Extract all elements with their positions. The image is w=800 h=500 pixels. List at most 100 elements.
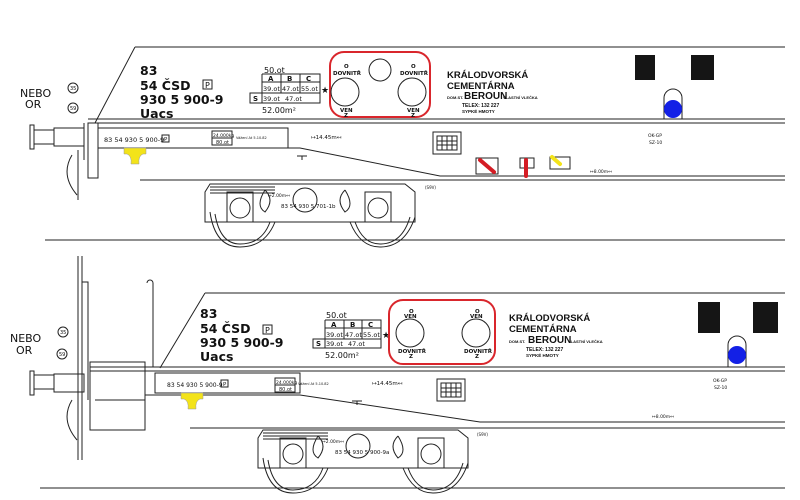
body-solebar: [88, 118, 785, 124]
valve-z: Z: [475, 354, 479, 360]
bogie-code: (S9V): [477, 432, 488, 437]
weight1: 24.000kg: [276, 380, 297, 386]
val-s-a: 39.ot: [263, 95, 280, 103]
wagon-number-line2: 54 ČSD: [200, 321, 251, 336]
distance: ↦8.00m↤: [590, 169, 612, 175]
siding: VLASTNÍ VLEČKA: [503, 95, 538, 100]
brake-handle[interactable]: [475, 157, 499, 175]
body-outline: [94, 46, 785, 124]
buffer: [29, 123, 85, 200]
signal-lamp-icon: [728, 346, 746, 364]
badge-59: 59: [70, 106, 76, 112]
star-mark: ★: [382, 331, 390, 341]
wheel-chock-icon: [180, 392, 204, 410]
wagon-number-line1: 83: [140, 63, 157, 78]
cargo: SYPKÉ HMOTY: [526, 351, 559, 358]
company-name2: CEMENTÁRNA: [509, 324, 577, 335]
col-a: A: [331, 321, 337, 329]
nebo-label: NEBO: [20, 87, 52, 100]
station: BEROUN: [464, 91, 507, 102]
lamp-bracket: [727, 335, 747, 367]
bogie: [204, 183, 416, 248]
col-c: C: [368, 321, 373, 329]
siding: VLASTNÍ VLEČKA: [568, 339, 603, 344]
valve-top-label: VEN: [470, 314, 483, 320]
telex: TELEX: 132 227: [462, 103, 499, 109]
weight2: 80.ot: [279, 387, 292, 393]
val-b: 47.ot: [345, 331, 362, 339]
bogie: [257, 429, 469, 494]
frame-number: 83 54 930 5 900-9: [167, 382, 223, 389]
owner-inscription: KRÁLODVORSKÁ CEMENTÁRNA DOM.ST. BEROUN V…: [447, 70, 538, 114]
col-c: C: [306, 75, 311, 83]
col-s: S: [316, 340, 321, 348]
company-name2: CEMENTÁRNA: [447, 81, 515, 92]
weight2: 80.ot: [216, 140, 229, 146]
underframe: [98, 147, 785, 181]
wagon-number-line2: 54 ČSD: [140, 78, 191, 93]
valve-panel: O VEN DOVNITŘ Z O VEN DOVNITŘ Z: [388, 299, 496, 365]
p-mark: P: [265, 326, 270, 335]
valve-o: O: [411, 64, 416, 70]
wheel-chock-icon: [123, 147, 147, 165]
val-b: 47.ot: [282, 85, 299, 93]
brake2: SZ-10: [649, 140, 662, 146]
load-table: 50.ot A B C 39.ot 47.ot 55.ot S 39.ot 47…: [312, 311, 390, 360]
body-solebar: [90, 366, 785, 372]
badge-icon: [57, 326, 69, 338]
val-s-bc: 47.ot: [348, 340, 365, 348]
col-b: B: [350, 321, 355, 329]
length: ↦14.45m↤: [311, 135, 342, 141]
weight1: 24.000kg: [213, 133, 234, 139]
p-mark: P: [223, 382, 227, 388]
valve-left-icon: [330, 77, 360, 107]
instruction-plate: [753, 302, 778, 333]
telex: TELEX: 132 227: [526, 347, 563, 353]
valve-top-label: DOVNITŘ: [400, 70, 429, 77]
wagon-number-line1: 83: [200, 306, 217, 321]
bogie-number: 83 54 930 5 900-9a: [335, 450, 389, 456]
col-a: A: [268, 75, 274, 83]
instruction-plate: [691, 55, 714, 80]
lamp-bracket: [663, 88, 683, 119]
dom-st: DOM.ST.: [509, 339, 525, 344]
val-s-bc: 47.ot: [285, 95, 302, 103]
col-b: B: [287, 75, 292, 83]
brake2: SZ-10: [714, 385, 727, 391]
frame-number: 83 54 930 5 900-9: [104, 136, 164, 144]
badge-59: 59: [59, 352, 65, 358]
company-name1: KRÁLODVORSKÁ: [447, 70, 528, 81]
val-c: 55.ot: [301, 85, 318, 93]
body-outline: [159, 292, 785, 369]
owner-inscription: KRÁLODVORSKÁ CEMENTÁRNA DOM.ST. BEROUN V…: [509, 313, 603, 358]
dom-st: DOM.ST.: [447, 95, 463, 100]
valve-right-icon: [397, 77, 427, 107]
brake1: OK-GP: [648, 133, 662, 139]
col-s: S: [253, 95, 258, 103]
filler-hatch-icon: [368, 58, 392, 82]
wagon-number-line3: 930 5 900-9: [200, 335, 283, 350]
bogie-spacing: ↦2.00m↤: [322, 439, 344, 445]
valve-z: Z: [411, 113, 415, 119]
bogie-number: 83 54 930 5 701-1b: [281, 204, 336, 210]
valve-top-label: VEN: [404, 314, 417, 320]
station: BEROUN: [528, 335, 571, 346]
length: ↦14.45m↤: [372, 381, 403, 387]
val-s-a: 39.ot: [326, 340, 343, 348]
distance: ↦8.00m↤: [652, 414, 674, 420]
grid-vent-icon: [436, 378, 466, 402]
underframe: [145, 394, 785, 429]
frame-label-box: [154, 372, 301, 394]
company-name1: KRÁLODVORSKÁ: [509, 313, 590, 324]
bogie-code: (S9V): [425, 185, 436, 190]
wagon-top: NEBO OR 35 59 83 54 ČSD 930 5 900-9 Uacs…: [20, 46, 785, 248]
valve-z: Z: [344, 113, 348, 119]
load-table: 50.ot A B C 39.ot 47.ot 55.ot S 39.ot 47…: [249, 66, 329, 115]
valve-o: O: [475, 309, 480, 315]
weigh-note: Vážení At 5.10.82: [298, 382, 329, 386]
wagon-type: Uacs: [140, 106, 173, 121]
brake1: OK-GP: [713, 378, 727, 384]
release-handle[interactable]: [549, 156, 571, 170]
